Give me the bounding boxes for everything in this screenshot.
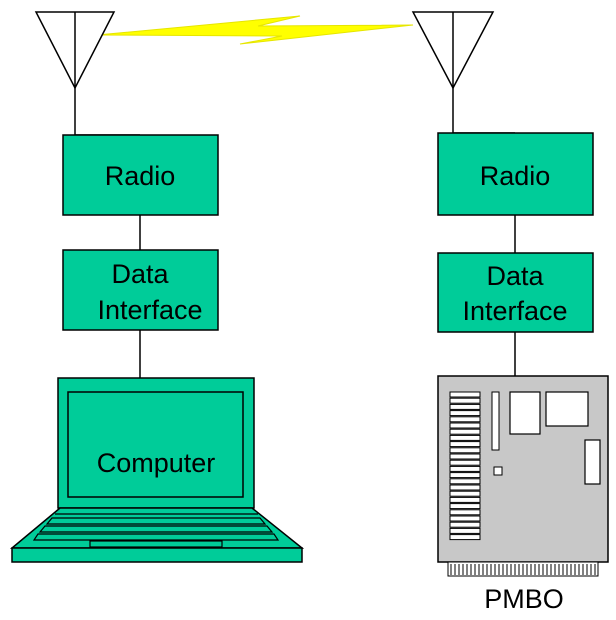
board-slot bbox=[449, 472, 481, 479]
board-slot bbox=[449, 434, 481, 441]
board-slot bbox=[449, 410, 481, 417]
left-antenna-icon bbox=[34, 11, 140, 136]
board-slot bbox=[449, 478, 481, 485]
board-slot bbox=[449, 503, 481, 510]
board-slot bbox=[449, 422, 481, 429]
laptop-icon: Computer bbox=[9, 377, 305, 563]
right-radio-label: Radio bbox=[480, 161, 551, 191]
board-slot bbox=[449, 403, 481, 410]
board-slot bbox=[449, 496, 481, 503]
right-radio-box: Radio bbox=[437, 132, 594, 216]
board-slot bbox=[449, 465, 481, 472]
board-slot bbox=[449, 521, 481, 528]
board-slot bbox=[449, 515, 481, 522]
board-slot bbox=[449, 416, 481, 423]
lightning-link-icon bbox=[96, 15, 414, 45]
board-slot bbox=[449, 391, 481, 398]
right-interface-line2: Interface bbox=[462, 296, 567, 326]
pmbo-label: PMBO bbox=[484, 584, 564, 614]
left-interface-line2: Interface bbox=[97, 295, 202, 325]
left-interface-line1: Data bbox=[111, 259, 169, 289]
board-slot bbox=[449, 453, 481, 460]
computer-label: Computer bbox=[97, 448, 216, 478]
circuit-board-icon: PMBO bbox=[437, 375, 609, 614]
right-antenna-icon bbox=[411, 11, 515, 134]
board-slot bbox=[449, 509, 481, 516]
board-slot bbox=[449, 459, 481, 466]
left-data-interface-box: Data Interface bbox=[62, 249, 219, 331]
board-slot bbox=[449, 527, 481, 534]
right-data-interface-box: Data Interface bbox=[437, 252, 594, 333]
board-slot bbox=[449, 441, 481, 448]
board-slot bbox=[449, 484, 481, 491]
board-slot bbox=[449, 397, 481, 404]
board-slot bbox=[449, 428, 481, 435]
left-radio-label: Radio bbox=[105, 161, 176, 191]
board-slot bbox=[449, 534, 481, 541]
board-slot bbox=[449, 447, 481, 454]
right-interface-line1: Data bbox=[486, 261, 544, 291]
board-slot bbox=[449, 490, 481, 497]
left-radio-box: Radio bbox=[62, 134, 219, 216]
